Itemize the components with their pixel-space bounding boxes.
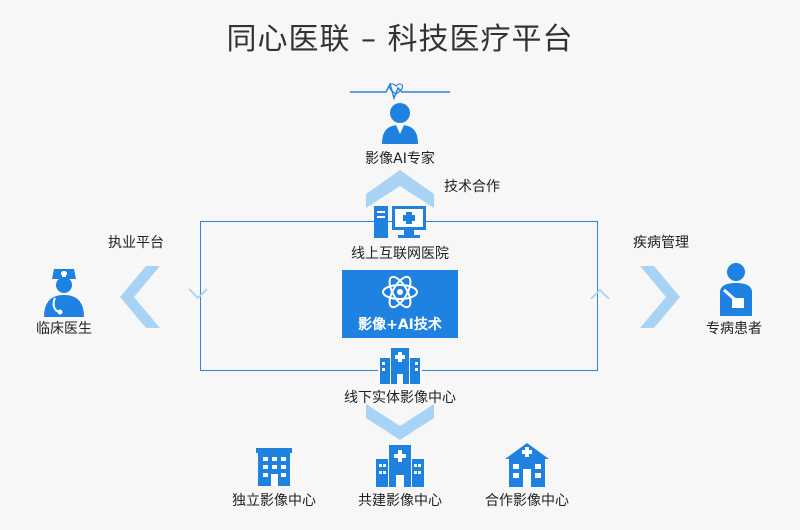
page-title: 同心医联 – 科技医疗平台 [226,22,574,57]
right-chevron-arrow-icon [640,266,680,328]
expert-doctor-icon [382,103,418,144]
cooperative-center-label: 合作影像中心 [485,493,569,509]
clinical-doctor-icon [44,269,84,317]
practice-platform-label: 执业平台 [108,235,164,251]
office-building-icon [256,448,292,486]
core-technology-label: 影像+AI技术 [358,317,442,333]
left-chevron-arrow-icon [120,266,160,328]
chevron-down-small-icon [188,288,208,300]
atom-icon [382,275,418,309]
disease-management-label: 疾病管理 [633,235,689,251]
cooperative-clinic-icon [505,443,549,487]
tech-cooperation-label: 技术合作 [444,179,500,195]
offline-center-label: 线下实体影像中心 [344,390,456,406]
online-hospital-label: 线上互联网医院 [320,243,480,263]
expert-label: 影像AI专家 [365,151,435,167]
hospital-building-icon [378,344,422,384]
chevron-up-small-icon [590,288,610,300]
down-chevron-arrow-icon [366,404,434,440]
independent-center-label: 独立影像中心 [232,493,316,509]
computer-icon [374,206,426,238]
patient-label: 专病患者 [706,321,762,337]
doctor-label: 临床医生 [36,321,92,337]
up-chevron-arrow-icon [366,170,434,208]
co-built-hospital-icon [376,445,424,487]
co-built-center-label: 共建影像中心 [358,493,442,509]
heartbeat-line-icon [350,81,450,101]
patient-icon [720,263,752,316]
